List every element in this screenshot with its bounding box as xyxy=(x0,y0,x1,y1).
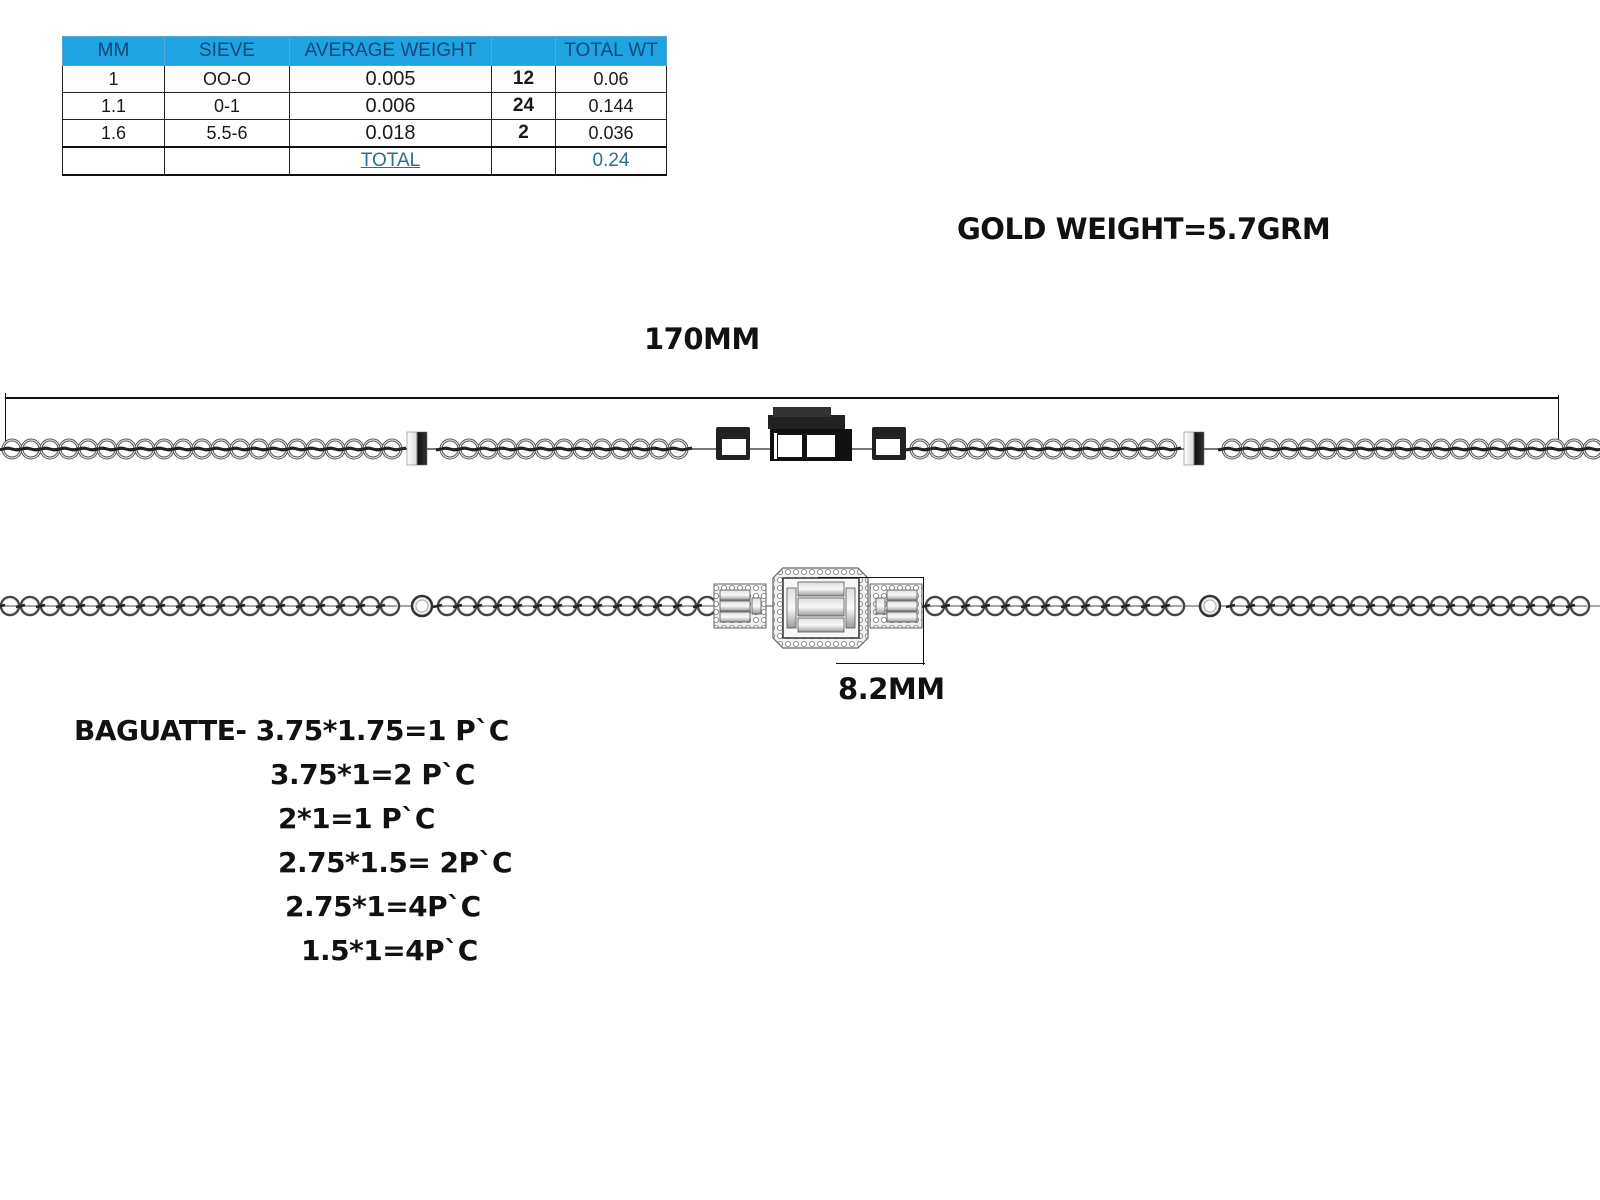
cell-sieve: 0-1 xyxy=(164,92,290,120)
length-dimension-label: 170MM xyxy=(644,322,760,356)
width-dimension-bottom-line xyxy=(836,663,925,664)
cell-empty xyxy=(491,146,556,176)
cell-total-wt: 0.144 xyxy=(555,92,667,120)
header-quantity xyxy=(491,36,556,66)
baguette-line: BAGUATTE- 3.75*1.75=1 P`C xyxy=(74,714,509,747)
diamond-weight-table: MM SIEVE AVERAGE WEIGHT TOTAL WT 1 OO-O … xyxy=(62,36,667,176)
table-row: 1.6 5.5-6 0.018 2 0.036 xyxy=(62,119,667,148)
cell-avg-weight: 0.006 xyxy=(289,92,492,120)
table-row: 1 OO-O 0.005 12 0.06 xyxy=(62,65,667,93)
cell-empty xyxy=(62,146,165,176)
width-dimension-label: 8.2MM xyxy=(838,672,945,706)
cell-qty: 24 xyxy=(491,92,556,120)
cell-sieve: OO-O xyxy=(164,65,290,93)
baguette-line: 2.75*1=4P`C xyxy=(285,890,481,923)
cell-mm: 1 xyxy=(62,65,165,93)
width-dimension-vertical-line xyxy=(923,577,924,665)
length-dimension-line xyxy=(5,397,1559,399)
side-baguette-setting-right xyxy=(869,583,923,629)
baguette-line: 2.75*1.5= 2P`C xyxy=(278,846,513,879)
total-label[interactable]: TOTAL xyxy=(289,146,492,176)
length-dimension-tick-right xyxy=(1558,395,1559,441)
cell-total-wt: 0.06 xyxy=(555,65,667,93)
header-total-wt: TOTAL WT xyxy=(555,36,667,66)
cell-sieve: 5.5-6 xyxy=(164,119,290,148)
length-dimension-tick-left xyxy=(5,393,6,441)
header-sieve: SIEVE xyxy=(164,36,290,66)
table-total-row: TOTAL 0.24 xyxy=(62,146,667,176)
table-row: 1.1 0-1 0.006 24 0.144 xyxy=(62,92,667,120)
cell-qty: 12 xyxy=(491,65,556,93)
width-dimension-top-line xyxy=(818,577,924,578)
cell-avg-weight: 0.005 xyxy=(289,65,492,93)
side-baguette-setting-left xyxy=(713,583,767,629)
cell-avg-weight: 0.018 xyxy=(289,119,492,148)
table-header-row: MM SIEVE AVERAGE WEIGHT TOTAL WT xyxy=(62,36,667,66)
bracelet-front-view xyxy=(0,567,1600,649)
baguette-line: 2*1=1 P`C xyxy=(278,802,435,835)
gold-weight-label: GOLD WEIGHT=5.7GRM xyxy=(957,212,1331,246)
cell-empty xyxy=(164,146,290,176)
center-baguette-halo xyxy=(772,567,869,649)
header-average-weight: AVERAGE WEIGHT xyxy=(289,36,492,66)
baguette-line: 3.75*1=2 P`C xyxy=(270,758,475,791)
center-setting-side xyxy=(716,407,906,461)
baguette-line: 1.5*1=4P`C xyxy=(301,934,478,967)
header-mm: MM xyxy=(62,36,165,66)
total-value: 0.24 xyxy=(555,146,667,176)
cell-mm: 1.1 xyxy=(62,92,165,120)
cell-mm: 1.6 xyxy=(62,119,165,148)
cell-qty: 2 xyxy=(491,119,556,148)
cell-total-wt: 0.036 xyxy=(555,119,667,148)
bracelet-side-view xyxy=(0,407,1600,466)
